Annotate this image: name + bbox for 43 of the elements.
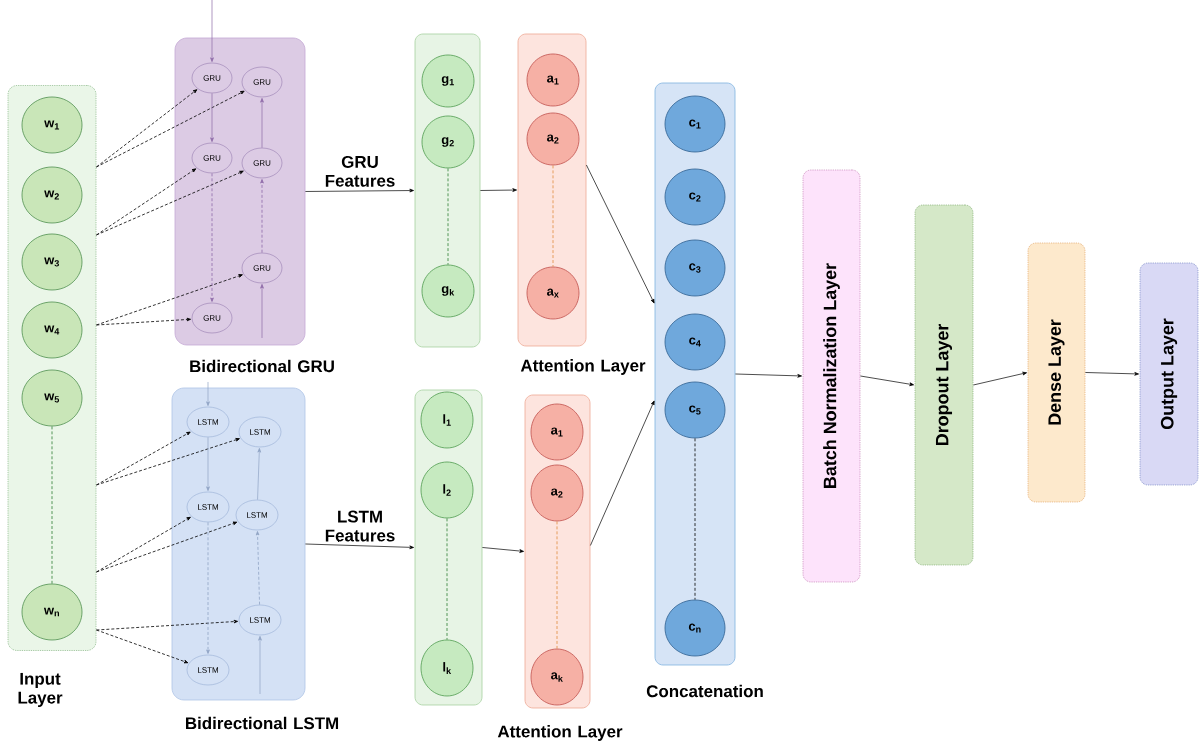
arrow	[96, 438, 240, 486]
arrow	[860, 375, 914, 386]
arrow	[257, 448, 262, 500]
edge-label: LSTM Features	[325, 510, 395, 542]
arrow	[255, 531, 260, 606]
layer-label: Bidirectional GRU	[190, 359, 334, 373]
arrow	[96, 168, 197, 236]
layer-box: Output Layer	[1139, 262, 1199, 486]
layer-label: Concatenation	[646, 684, 763, 698]
arrow	[305, 188, 414, 193]
arrow	[586, 164, 655, 304]
arrow	[210, 93, 214, 142]
arrow	[96, 516, 191, 573]
arrow	[96, 90, 245, 168]
arrow	[96, 521, 238, 573]
arrow	[260, 284, 264, 339]
arrow	[260, 98, 264, 148]
arrow	[96, 274, 243, 326]
layer-box: Dropout Layer	[914, 204, 974, 566]
arrow	[305, 543, 414, 550]
arrow	[96, 170, 244, 236]
layer-box: Batch Normalization Layer	[802, 169, 861, 583]
arrow	[973, 371, 1027, 386]
arrow	[206, 381, 210, 406]
layer-label: Input Layer	[18, 672, 63, 708]
edge-label: GRU Features	[325, 155, 395, 187]
arrow	[96, 431, 191, 486]
layer-label: Bidirectional LSTM	[186, 716, 339, 730]
arrow	[96, 619, 238, 631]
arrow	[260, 179, 264, 254]
layer-label: Attention Layer	[520, 359, 646, 375]
layer-box: Dense Layer	[1027, 242, 1086, 503]
arrow	[210, 0, 214, 62]
arrow	[1085, 372, 1139, 376]
arrow	[482, 547, 524, 553]
arrow	[480, 188, 517, 192]
arrow	[210, 172, 214, 302]
arrow	[96, 89, 198, 168]
arrow	[735, 373, 802, 378]
arrow	[590, 400, 655, 546]
layer-label: Attention Layer	[497, 725, 623, 741]
arrow	[96, 317, 191, 326]
arrow	[96, 629, 189, 664]
